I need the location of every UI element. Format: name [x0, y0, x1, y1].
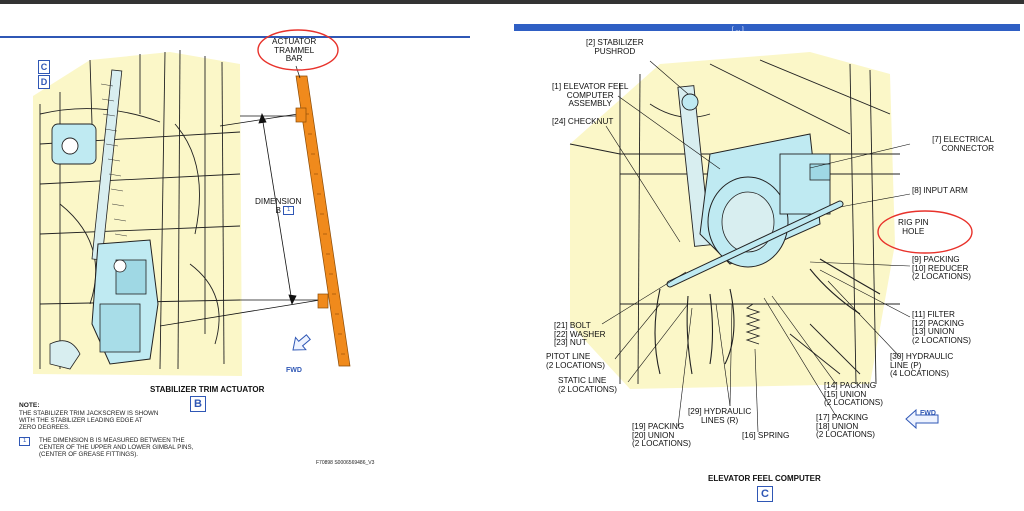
callout-d-box[interactable]: D — [38, 75, 50, 89]
dimension-ref-flag: 1 — [283, 206, 295, 215]
label-packing-union-14: [14] PACKING [15] UNION (2 LOCATIONS) — [824, 381, 883, 408]
label-top-partial: [ ... ] — [732, 27, 744, 33]
note-ref-text: THE DIMENSION B IS MEASURED BETWEEN THE … — [39, 437, 194, 458]
view-b-box[interactable]: B — [190, 396, 206, 412]
elevator-feel-computer-title: ELEVATOR FEEL COMPUTER — [708, 474, 821, 483]
label-hydraulic-lines-r: [29] HYDRAULIC LINES (R) — [688, 407, 752, 425]
label-elevator-feel-computer-assembly: [1] ELEVATOR FEEL COMPUTER ASSEMBLY — [552, 82, 629, 109]
label-hydraulic-line-p: [30] HYDRAULIC LINE (P) (4 LOCATIONS) — [890, 352, 954, 379]
fwd-label-right: FWD — [920, 410, 936, 417]
label-checknut: [24] CHECKNUT — [552, 117, 614, 126]
elevator-feel-computer-panel: [2] STABILIZER PUSHROD [1] ELEVATOR FEEL… — [510, 4, 1024, 511]
label-input-arm: [8] INPUT ARM — [912, 186, 968, 195]
header-rule — [0, 36, 470, 38]
figure-id: F70898 S0006569486_V3 — [316, 460, 375, 466]
top-window-bar — [0, 0, 1024, 4]
label-packing-reducer: [9] PACKING [10] REDUCER (2 LOCATIONS) — [912, 255, 971, 282]
note-heading: NOTE: — [19, 402, 40, 409]
fwd-label-left: FWD — [286, 367, 302, 374]
label-bolt-washer-nut: [21] BOLT [22] WASHER [23] NUT — [554, 321, 606, 348]
label-pitot-line: PITOT LINE (2 LOCATIONS) — [546, 352, 605, 370]
note-text: THE STABILIZER TRIM JACKSCREW IS SHOWN W… — [19, 410, 159, 431]
view-c-box[interactable]: C — [757, 486, 773, 502]
label-electrical-connector: [7] ELECTRICAL CONNECTOR — [932, 135, 994, 153]
stabilizer-trim-actuator-title: STABILIZER TRIM ACTUATOR — [150, 385, 265, 394]
actuator-trammel-bar-label: ACTUATOR TRAMMEL BAR — [272, 37, 317, 64]
elevator-feel-computer-drawing — [569, 52, 973, 433]
note-ref-flag: 1 — [19, 437, 31, 446]
stabilizer-trim-actuator-drawing — [33, 29, 351, 376]
label-static-line: STATIC LINE (2 LOCATIONS) — [558, 376, 617, 394]
stabilizer-trim-actuator-panel: ACTUATOR TRAMMEL BAR DIMENSION B 1 FWD C… — [0, 4, 478, 511]
dimension-b-label: DIMENSION B — [255, 197, 302, 215]
callout-c-box[interactable]: C — [38, 60, 50, 74]
label-packing-union-17: [17] PACKING [18] UNION (2 LOCATIONS) — [816, 413, 875, 440]
label-stabilizer-pushrod: [2] STABILIZER PUSHROD — [586, 38, 644, 56]
label-rig-pin-hole: RIG PIN HOLE — [898, 218, 929, 236]
label-spring: [16] SPRING — [742, 431, 790, 440]
label-packing-union-19: [19] PACKING [20] UNION (2 LOCATIONS) — [632, 422, 691, 449]
label-filter-packing-union: [11] FILTER [12] PACKING [13] UNION (2 L… — [912, 310, 971, 345]
header-bar — [514, 24, 1020, 31]
